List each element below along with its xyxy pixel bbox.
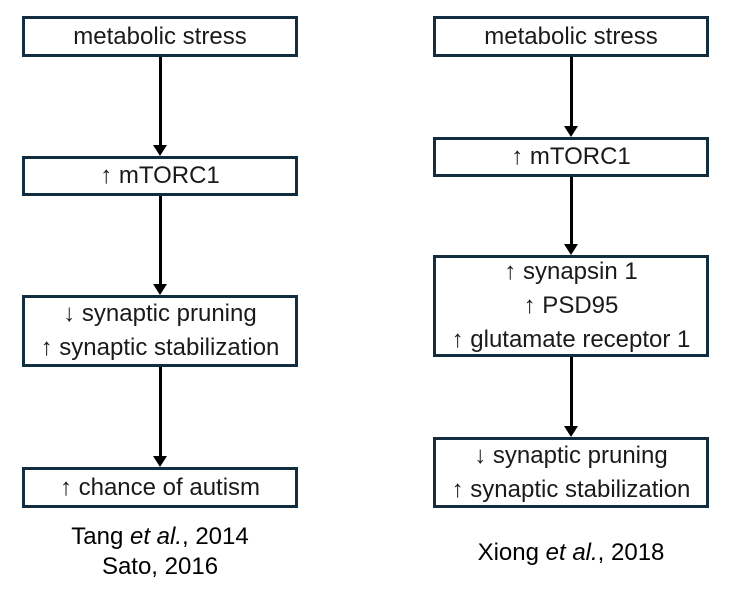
citation-line: Tang et al., 2014 [71, 523, 249, 550]
box-text: ↑ synapsin 1 [504, 258, 638, 285]
arrow-down-icon [153, 367, 167, 467]
box-text: metabolic stress [73, 22, 247, 50]
citation-line: Xiong et al., 2018 [477, 539, 665, 566]
flowchart-box-chance-of-autism: ↑ chance of autism [22, 467, 298, 508]
flowchart-box-synaptic-pruning-right: ↓ synaptic pruning ↑ synaptic stabilizat… [433, 437, 709, 508]
citation-line: Sato, 2016 [101, 553, 219, 580]
citation-left: Tang et al., 2014 Sato, 2016 [22, 522, 298, 582]
arrow-down-icon [564, 177, 578, 255]
box-text: ↑ PSD95 [523, 292, 619, 319]
flowchart-box-metabolic-stress-left: metabolic stress [22, 16, 298, 57]
box-text: ↑ synaptic stabilization [40, 334, 280, 361]
box-text: ↓ synaptic pruning [63, 300, 257, 327]
flowchart-box-metabolic-stress-right: metabolic stress [433, 16, 709, 57]
citation-right: Xiong et al., 2018 [433, 538, 709, 568]
box-text: ↑ chance of autism [59, 473, 261, 501]
arrow-down-icon [564, 357, 578, 437]
box-text: ↑ mTORC1 [100, 162, 220, 189]
box-text: ↑ synaptic stabilization [451, 475, 691, 503]
flowchart-box-mtorc1-left: ↑ mTORC1 [22, 156, 298, 196]
flowchart-box-synaptic-pruning-left: ↓ synaptic pruning ↑ synaptic stabilizat… [22, 295, 298, 367]
arrow-down-icon [564, 57, 578, 137]
box-text: ↑ mTORC1 [511, 143, 631, 170]
flowchart-box-synapsin-psd95-glutamate: ↑ synapsin 1 ↑ PSD95 ↑ glutamate recepto… [433, 255, 709, 357]
arrow-down-icon [153, 57, 167, 156]
box-text: metabolic stress [484, 22, 658, 50]
arrow-down-icon [153, 196, 167, 295]
box-text: ↓ synaptic pruning [474, 441, 668, 469]
box-text: ↑ glutamate receptor 1 [451, 326, 691, 353]
flowchart-box-mtorc1-right: ↑ mTORC1 [433, 137, 709, 177]
